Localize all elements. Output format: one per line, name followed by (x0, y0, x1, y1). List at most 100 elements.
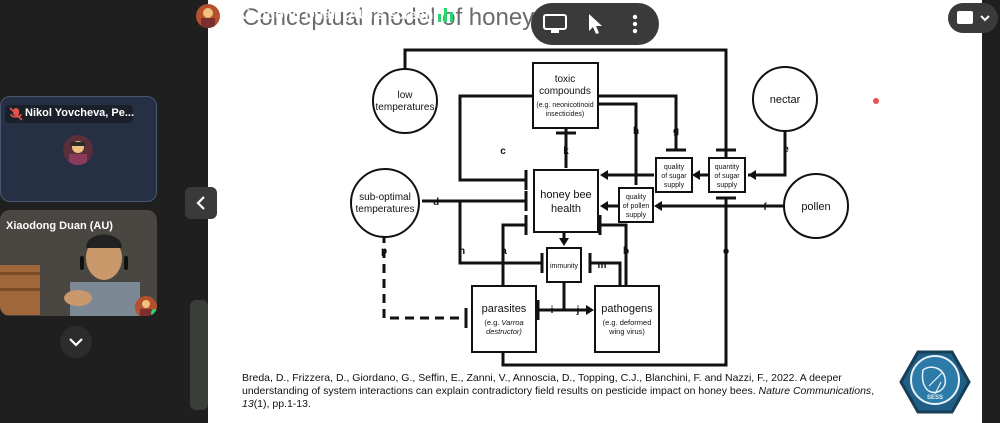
presenter-avatar (196, 4, 220, 28)
laser-pointer-icon (873, 98, 879, 104)
speaking-indicator-icon (438, 8, 453, 22)
pathogens-label-3: wing virus) (608, 327, 645, 336)
quality-sugar-label-1: quality (664, 164, 685, 171)
line-e (748, 128, 787, 177)
node-pollen (783, 173, 849, 239)
collapse-panel-button[interactable] (185, 187, 217, 219)
pathogens-label-1: pathogens (601, 303, 653, 315)
health-label-2: health (551, 203, 581, 215)
edge-label-b: b (623, 246, 629, 257)
toxic-label-2: compounds (539, 86, 591, 97)
line-a (501, 223, 526, 286)
participant-tile[interactable]: Nikol Yovcheva, Pe... (0, 96, 157, 202)
presentation-toolbar (531, 3, 659, 45)
line-p (382, 234, 466, 320)
node-immunity (546, 247, 582, 283)
quality-pollen-label-1: quality (626, 194, 647, 201)
node-quality-pollen (618, 187, 654, 223)
pathogens-label-2: (e.g. deformed (603, 318, 652, 327)
parasites-label-1: parasites (482, 303, 527, 315)
participant-name: Xiaodong Duan (AU) (6, 220, 113, 232)
quantity-sugar-label-2: of sugar (714, 173, 740, 180)
edge-label-h: h (633, 126, 639, 137)
speaking-dot (151, 309, 157, 316)
low-temp-label-2: temperatures (376, 102, 435, 113)
toxic-label-1: toxic (555, 74, 576, 85)
citation-sep: , (871, 385, 875, 397)
mic-off-icon (9, 107, 23, 121)
chevron-left-icon (196, 196, 205, 210)
sess-logo-text: SESS (927, 395, 943, 401)
edge-label-e: e (783, 144, 789, 155)
monitor-icon (543, 14, 567, 33)
side-panel-edge (190, 300, 208, 410)
edge-label-j: j (576, 305, 580, 316)
line-g (598, 94, 678, 150)
edge-label-f: f (763, 202, 767, 213)
nectar-label: nectar (770, 94, 801, 106)
more-options-button[interactable] (621, 10, 649, 38)
edge-label-g: g (673, 126, 679, 137)
citation-text: Breda, D., Frizzera, D., Giordano, G., S… (242, 372, 842, 397)
quantity-sugar-label-3: supply (717, 182, 738, 189)
node-nectar (752, 66, 818, 132)
presenter-screen-label: Xiaodong Duan (AU)'s screen (237, 6, 434, 22)
suboptimal-label-1: sub-optimal (359, 192, 411, 203)
toxic-label-3: (e.g. neonicotinoid (536, 102, 593, 109)
edge-label-o: o (723, 246, 729, 257)
quality-pollen-label-3: supply (626, 212, 647, 219)
line-n (458, 201, 542, 265)
quantity-sugar-label-1: quantity (715, 164, 740, 171)
line-b (600, 223, 628, 286)
node-sub-optimal (350, 168, 420, 238)
node-pathogens (594, 285, 660, 353)
edge-label-m: m (598, 260, 607, 271)
edge-label-a: a (501, 246, 507, 257)
node-parasites (471, 285, 537, 353)
citation-journal: Nature Communications (758, 385, 872, 397)
cursor-icon (589, 14, 602, 34)
participant-tile-speaker[interactable]: Xiaodong Duan (AU) (0, 210, 157, 316)
quality-pollen-label-2: of pollen (623, 203, 650, 210)
participant-name-badge: Nikol Yovcheva, Pe... (5, 105, 135, 123)
suboptimal-label-2: temperatures (356, 204, 415, 215)
node-quality-sugar (655, 157, 693, 193)
quality-sugar-label-3: supply (664, 182, 685, 189)
node-honey-bee-health (533, 169, 599, 233)
low-temp-label-1: low (397, 90, 413, 101)
present-screen-button[interactable] (541, 10, 569, 38)
conceptual-model-diagram: low temperatures nectar sub-optimal temp… (350, 48, 971, 414)
health-label-1: honey bee (540, 189, 591, 201)
edge-label-d: d (433, 197, 439, 208)
participant-video (0, 210, 157, 316)
participant-avatar (63, 135, 93, 165)
node-quantity-sugar (708, 157, 746, 193)
node-low-temperatures (372, 68, 438, 134)
captions-button[interactable] (948, 3, 998, 33)
quality-sugar-label-2: of sugar (661, 173, 687, 180)
line-c (458, 94, 534, 182)
edge-label-n: n (459, 246, 465, 257)
citation-volume: 13 (242, 398, 254, 410)
show-more-participants-button[interactable] (60, 326, 92, 358)
toxic-label-4: insecticides) (546, 111, 585, 118)
pointer-button[interactable] (581, 10, 609, 38)
pollen-label: pollen (801, 201, 830, 213)
chevron-down-icon (69, 338, 83, 347)
diagram-arrows (382, 48, 787, 367)
parasites-label-2: (e.g. Varroa (484, 318, 523, 327)
citation-pages: (1), pp.1-13. (253, 398, 311, 410)
citation: Breda, D., Frizzera, D., Giordano, G., S… (242, 372, 902, 411)
edge-label-c: c (500, 146, 506, 157)
top-line (403, 48, 728, 160)
more-vert-icon (632, 14, 638, 34)
edge-label-l: l (725, 126, 728, 137)
immunity-label: immunity (550, 263, 579, 270)
line-m (590, 261, 622, 286)
line-h (598, 102, 638, 185)
node-toxic-compounds (532, 62, 599, 129)
captions-icon (957, 11, 990, 24)
participant-name: Nikol Yovcheva, Pe... (25, 107, 135, 119)
edge-label-p: p (381, 246, 387, 257)
